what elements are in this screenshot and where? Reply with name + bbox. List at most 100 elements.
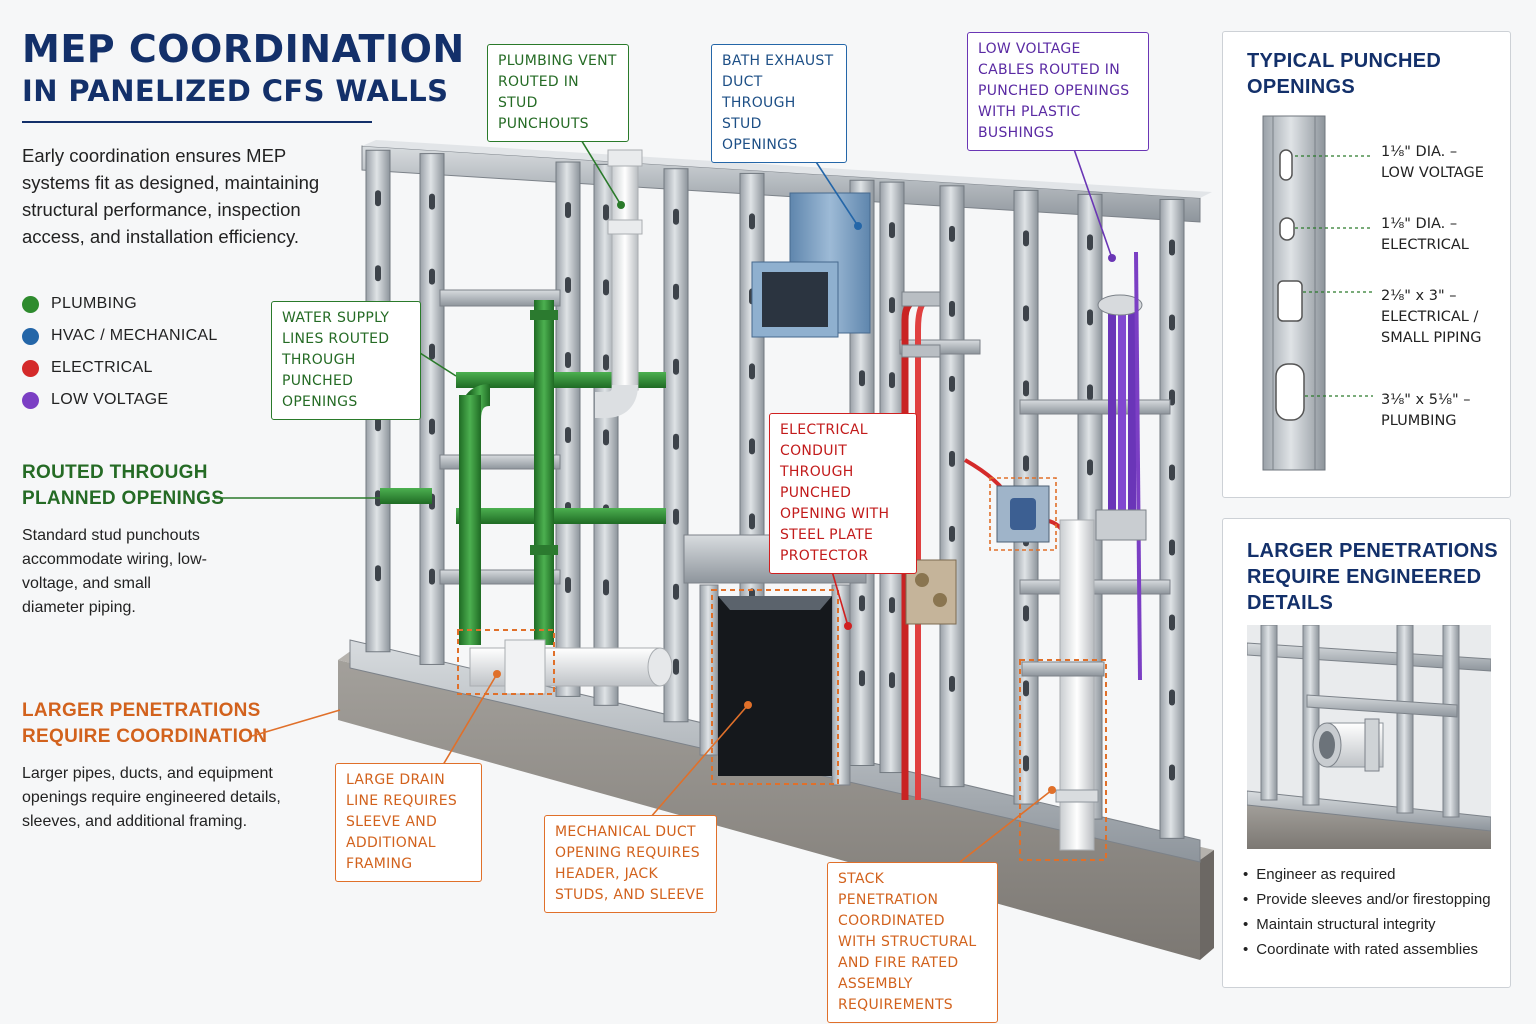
stud-punchout	[1087, 384, 1093, 401]
bullet-item: Maintain structural integrity	[1243, 912, 1491, 937]
callout-electrical-conduit: ELECTRICAL CONDUIT THROUGH PUNCHED OPENI…	[769, 413, 917, 574]
stud-punchout	[565, 427, 571, 444]
page-title-line-1: MEP COORDINATION	[22, 27, 465, 71]
stud-punchout	[949, 300, 955, 317]
stud-punchout	[565, 352, 571, 369]
stud-punchout	[375, 265, 381, 282]
hole-size: 1⅛" DIA. –	[1381, 144, 1458, 160]
larger-body: Larger pipes, ducts, and equipment openi…	[22, 765, 281, 830]
page-title: MEP COORDINATION IN PANELIZED CFS WALLS	[22, 28, 465, 107]
steel-stud	[939, 185, 965, 788]
hole-use: PLUMBING	[1381, 413, 1457, 429]
stud-punchout	[949, 450, 955, 467]
routed-heading: ROUTED THROUGH PLANNED OPENINGS	[22, 460, 352, 512]
stud-punchout	[1087, 234, 1093, 251]
stud-punchout	[1169, 539, 1175, 556]
engineered-details-panel: LARGER PENETRATIONS REQUIRE ENGINEERED D…	[1222, 518, 1511, 988]
stud-punchout	[1087, 309, 1093, 326]
stack-penetration	[1019, 519, 1107, 861]
engineered-details-heading-line-3: DETAILS	[1247, 592, 1334, 614]
legend-label: LOW VOLTAGE	[51, 391, 169, 408]
larger-heading-line-1: LARGER PENETRATIONS	[22, 700, 261, 721]
bullet-item: Provide sleeves and/or firestopping	[1243, 887, 1490, 912]
page-title-line-2: IN PANELIZED CFS WALLS	[22, 73, 449, 108]
stud-punchout	[949, 375, 955, 392]
stud-punchout	[603, 354, 609, 371]
stud-punchout	[1169, 689, 1175, 706]
stud-punchout	[429, 268, 435, 285]
stud-punchout	[673, 208, 679, 225]
stud-punchout	[949, 525, 955, 542]
stud-punchout	[889, 297, 895, 314]
bullet-item: Coordinate with rated assemblies	[1243, 937, 1491, 962]
routed-heading-line-2: PLANNED OPENINGS	[22, 488, 225, 509]
bullet-item: Engineer as required	[1243, 862, 1491, 887]
stud-punchout	[1023, 755, 1029, 772]
hole-size: 3⅛" x 5⅛" –	[1381, 392, 1471, 408]
stud-punchout	[603, 279, 609, 296]
hole-small-piping	[1277, 280, 1303, 322]
stud-punchout	[1023, 605, 1029, 622]
steel-stud	[419, 153, 445, 665]
typical-openings-panel: TYPICAL PUNCHED OPENINGS 1⅛" DIA. –LOW V…	[1222, 31, 1511, 498]
stud-punchout	[673, 433, 679, 450]
stud-punchout	[429, 568, 435, 585]
callout-bath-exhaust: BATH EXHAUST DUCT THROUGH STUD OPENINGS	[711, 44, 847, 163]
legend-label: HVAC / MECHANICAL	[51, 327, 218, 344]
stud-punchout	[603, 204, 609, 221]
engineered-details-heading-line-1: LARGER PENETRATIONS	[1247, 540, 1498, 562]
stud-punchout	[1169, 764, 1175, 781]
legend-item: HVAC / MECHANICAL	[22, 320, 218, 352]
stud-punchout	[1023, 380, 1029, 397]
stud-punchout	[1023, 230, 1029, 247]
stud-punchout	[949, 675, 955, 692]
stud-punchout	[565, 577, 571, 594]
callout-leaders	[214, 121, 1116, 863]
hole-label: 2⅛" x 3" – ELECTRICAL / SMALL PIPING	[1381, 286, 1499, 349]
stud-punchout	[749, 513, 755, 530]
stud-punchout	[749, 363, 755, 380]
callout-stack-penetration: STACK PENETRATION COORDINATED WITH STRUC…	[827, 862, 998, 1023]
water-supply-pipes	[380, 300, 666, 645]
hole-size: 2⅛" x 3" –	[1381, 288, 1457, 304]
hole-plumbing	[1275, 363, 1305, 421]
hole-use: ELECTRICAL / SMALL PIPING	[1381, 309, 1482, 346]
stud-punchout	[749, 438, 755, 455]
larger-heading: LARGER PENETRATIONS REQUIRE COORDINATION	[22, 698, 312, 750]
stud-punchout	[673, 583, 679, 600]
stud-punchout	[375, 565, 381, 582]
legend-swatch	[22, 391, 39, 409]
stud-punchout	[889, 597, 895, 614]
stud-punchout	[1023, 680, 1029, 697]
typical-openings-heading-line-2: OPENINGS	[1247, 76, 1355, 98]
stud-punchout	[859, 595, 865, 612]
steel-stud	[1159, 198, 1185, 839]
stud-punchout	[429, 418, 435, 435]
intro-text: Early coordination ensures MEP systems f…	[22, 145, 320, 247]
stud-punchout	[429, 343, 435, 360]
legend-label: PLUMBING	[51, 295, 137, 312]
stud-punchout	[889, 372, 895, 389]
stud-punchout	[673, 508, 679, 525]
larger-section: LARGER PENETRATIONS REQUIRE COORDINATION…	[22, 698, 312, 834]
hole-size: 1⅛" DIA. –	[1381, 216, 1458, 232]
hole-label: 3⅛" x 5⅛" – PLUMBING	[1381, 390, 1499, 432]
stud-punchout	[859, 370, 865, 387]
stud-punchout	[673, 358, 679, 375]
stud-punchout	[429, 193, 435, 210]
stud-punchout	[565, 277, 571, 294]
bath-exhaust-duct	[751, 192, 871, 338]
top-track-flange	[362, 140, 1212, 198]
stud-punchout	[565, 202, 571, 219]
stud-punchout	[1169, 464, 1175, 481]
stud-punchout	[1023, 455, 1029, 472]
stud-punchout	[859, 670, 865, 687]
stud-punchout	[749, 213, 755, 230]
legend-item: PLUMBING	[22, 288, 218, 320]
hole-use: ELECTRICAL	[1381, 237, 1469, 253]
stud-punchout	[603, 429, 609, 446]
stud-punchout	[1169, 614, 1175, 631]
larger-heading-line-2: REQUIRE COORDINATION	[22, 726, 268, 747]
stud-punchout	[1169, 314, 1175, 331]
